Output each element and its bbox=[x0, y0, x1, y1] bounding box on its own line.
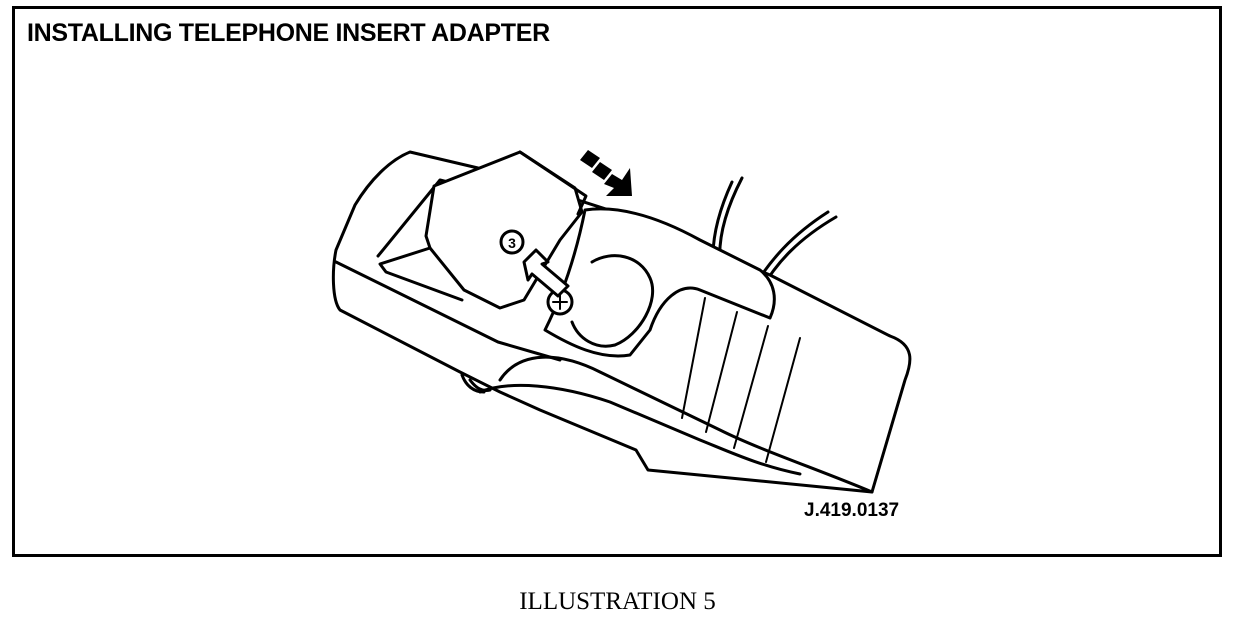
figure-title: INSTALLING TELEPHONE INSERT ADAPTER bbox=[27, 19, 550, 47]
front-lip-lower bbox=[478, 383, 802, 476]
hood-recess bbox=[570, 254, 655, 348]
ramp-groove-4 bbox=[765, 337, 801, 463]
fitting-arrow bbox=[522, 248, 570, 298]
cradle-top-edge bbox=[334, 260, 562, 362]
ramp-groove-1 bbox=[681, 297, 706, 419]
callout-number: 3 bbox=[508, 235, 516, 251]
illustration-frame: INSTALLING TELEPHONE INSERT ADAPTER bbox=[12, 6, 1222, 557]
front-lip bbox=[498, 355, 874, 494]
screw-slot bbox=[552, 294, 568, 310]
direction-arrow bbox=[580, 150, 632, 196]
ramp-groove-2 bbox=[705, 311, 738, 433]
insert-adapter-edge bbox=[518, 150, 588, 216]
cable-left bbox=[718, 176, 744, 264]
cable-exit bbox=[460, 373, 486, 394]
cable-exit-2 bbox=[468, 378, 492, 392]
ramp-groove-3 bbox=[733, 325, 769, 449]
reference-code: J.419.0137 bbox=[804, 500, 900, 521]
callout-circle bbox=[499, 229, 525, 255]
figure-caption: ILLUSTRATION 5 bbox=[519, 588, 716, 615]
insert-adapter-tab bbox=[378, 246, 464, 302]
